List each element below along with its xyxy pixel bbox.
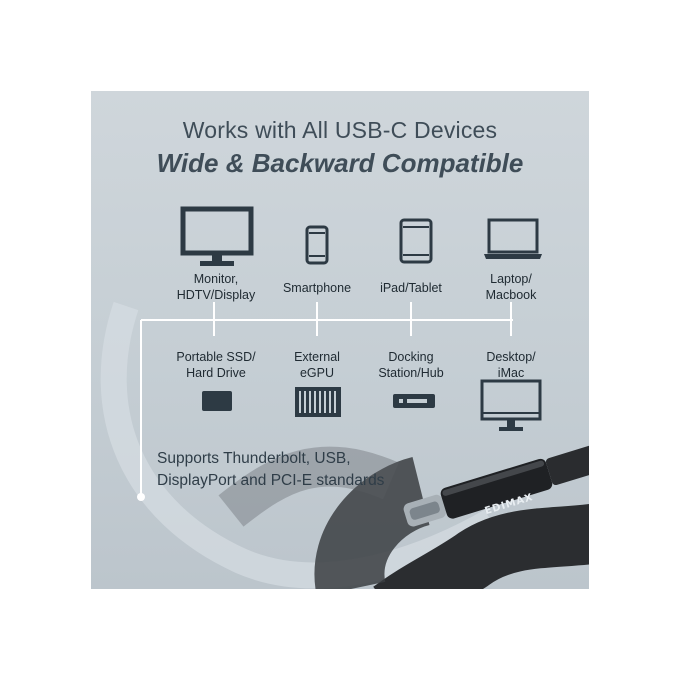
tablet-icon	[399, 218, 433, 264]
bottom-device-label-egpu: External eGPU	[294, 350, 340, 380]
top-device-label-monitor: Monitor, HDTV/Display	[176, 272, 256, 302]
top-device-label-tablet: iPad/Tablet	[380, 281, 442, 295]
top-device-label-smartphone: Smartphone	[282, 281, 352, 295]
heading-line2: Wide & Backward Compatible	[156, 148, 524, 178]
bottom-device-label-ssd: Portable SSD/ Hard Drive	[176, 350, 256, 380]
infographic-panel: Works with All USB-C Devices Wide & Back…	[91, 91, 589, 589]
monitor-icon	[180, 206, 254, 266]
line-end-dot	[137, 493, 145, 501]
ssd-icon	[202, 391, 232, 411]
usb-c-connector	[403, 442, 589, 527]
bottom-device-label-desktop: Desktop/ iMac	[486, 350, 536, 380]
top-device-label-laptop: Laptop/ Macbook	[485, 272, 537, 302]
support-text: Supports Thunderbolt, USB, DisplayPort a…	[157, 450, 385, 489]
connection-lines	[140, 302, 513, 496]
desktop-icon	[480, 379, 542, 431]
cable-illustration	[100, 301, 589, 589]
egpu-icon	[295, 387, 341, 417]
smartphone-icon	[305, 225, 329, 265]
docking-station-icon	[393, 394, 435, 408]
laptop-icon	[484, 218, 542, 259]
heading-line1: Works with All USB-C Devices	[182, 117, 498, 143]
bottom-device-label-docking: Docking Station/Hub	[378, 350, 444, 380]
